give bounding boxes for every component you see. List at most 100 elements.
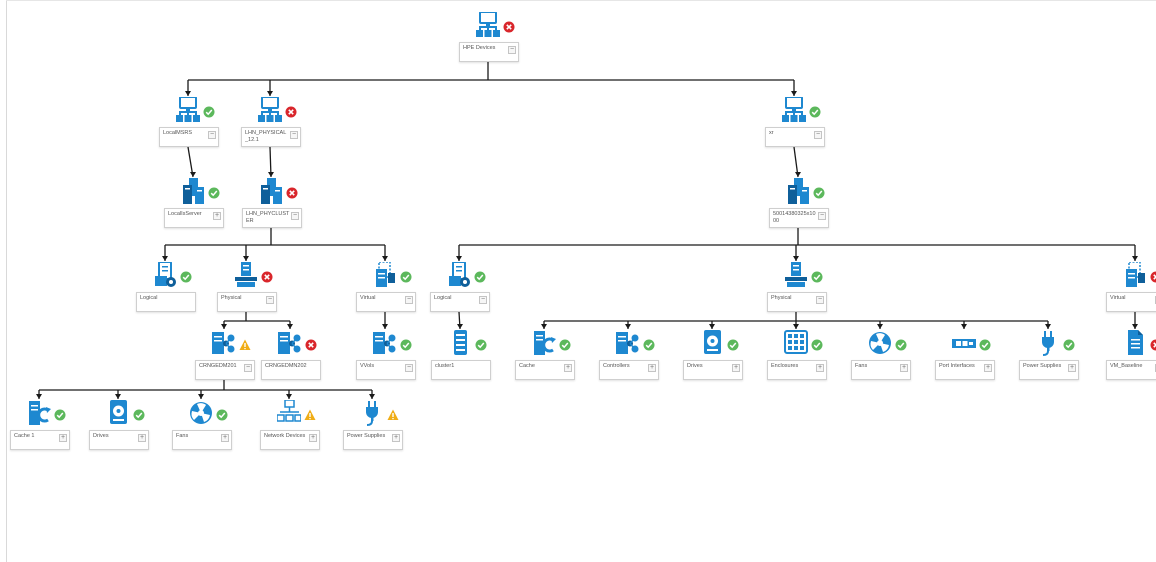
port-interface-icon[interactable] xyxy=(952,330,976,356)
node-label-box[interactable]: CRNGEDM201 − xyxy=(195,360,255,380)
cache-icon[interactable] xyxy=(27,400,51,426)
node-label: Cache xyxy=(519,363,535,369)
node-label: LHN_PHYCLUSTER xyxy=(246,211,290,224)
node-label-box[interactable]: Fans+ xyxy=(172,430,232,450)
node-label-box[interactable]: LHN_PHYSICAL_12.1− xyxy=(241,127,301,147)
node-label-box[interactable]: Drives+ xyxy=(89,430,149,450)
network-group-icon[interactable] xyxy=(258,97,282,123)
volume-stack-icon[interactable] xyxy=(448,330,472,356)
node-label-box[interactable]: Drives+ xyxy=(683,360,743,380)
server-cluster-icon[interactable] xyxy=(181,178,205,204)
virtual-storage-icon[interactable] xyxy=(373,262,397,288)
node-label-box[interactable]: Controllers + xyxy=(599,360,659,380)
status-ok-icon xyxy=(180,271,192,283)
collapse-button[interactable]: − xyxy=(291,212,299,220)
node-label-box[interactable]: xr − xyxy=(765,127,825,147)
node-label-box[interactable]: Fans+ xyxy=(851,360,911,380)
controller-icon[interactable] xyxy=(212,330,236,356)
expand-button[interactable]: + xyxy=(213,212,221,220)
node-label-box[interactable]: Cache 1+ xyxy=(10,430,70,450)
collapse-button[interactable]: − xyxy=(508,46,516,54)
node-label: xr xyxy=(769,130,774,136)
enclosure-icon[interactable] xyxy=(784,330,808,356)
node-label-box[interactable]: HPE Devices− xyxy=(459,42,519,62)
node-label-box[interactable]: cluster1 xyxy=(431,360,491,380)
expand-button[interactable]: + xyxy=(984,364,992,372)
expand-button[interactable]: + xyxy=(564,364,572,372)
expand-button[interactable]: + xyxy=(392,434,400,442)
node-label-box[interactable]: VVols− xyxy=(356,360,416,380)
status-ok-icon xyxy=(811,271,823,283)
node-label-box[interactable]: Logical xyxy=(136,292,196,312)
collapse-button[interactable]: − xyxy=(266,296,274,304)
node-label-box[interactable]: Physical− xyxy=(217,292,277,312)
power-plug-icon[interactable] xyxy=(360,400,384,426)
expand-button[interactable]: + xyxy=(59,434,67,442)
node-label-box[interactable]: VM_Baseline+ xyxy=(1106,360,1156,380)
server-cluster-icon[interactable] xyxy=(786,178,810,204)
expand-button[interactable]: + xyxy=(1068,364,1076,372)
node-label-box[interactable]: 50014380325x1000− xyxy=(769,208,829,228)
connector-arrowhead xyxy=(709,324,715,329)
node-label-box[interactable]: Port Interfaces+ xyxy=(935,360,995,380)
expand-button[interactable]: + xyxy=(221,434,229,442)
status-ok-icon xyxy=(979,339,991,351)
node-label-box[interactable]: Physical− xyxy=(767,292,827,312)
node-label-box[interactable]: LocalIsServer+ xyxy=(164,208,224,228)
drive-icon[interactable] xyxy=(700,330,724,356)
collapse-button[interactable]: − xyxy=(816,296,824,304)
expand-button[interactable]: + xyxy=(138,434,146,442)
status-warning-icon xyxy=(304,409,316,420)
node-label-box[interactable]: LHN_PHYCLUSTER− xyxy=(242,208,302,228)
drive-icon[interactable] xyxy=(106,400,130,426)
logical-storage-icon[interactable] xyxy=(153,262,177,288)
network-group-icon[interactable] xyxy=(176,97,200,123)
node-label-box[interactable]: Logical− xyxy=(430,292,490,312)
node-label-box[interactable]: Network Devices+ xyxy=(260,430,320,450)
node-label-box[interactable]: Virtual− xyxy=(1106,292,1156,312)
expand-button[interactable]: + xyxy=(309,434,317,442)
cache-icon[interactable] xyxy=(532,330,556,356)
fan-icon[interactable] xyxy=(189,400,213,426)
node-label-box[interactable]: Power Supplies+ xyxy=(343,430,403,450)
expand-button[interactable]: + xyxy=(648,364,656,372)
node-label-box[interactable]: Virtual− xyxy=(356,292,416,312)
frame-left-border xyxy=(6,0,7,562)
node-label-box[interactable]: LocalMSRS− xyxy=(159,127,219,147)
network-group-icon[interactable] xyxy=(476,12,500,38)
expand-button[interactable]: + xyxy=(732,364,740,372)
collapse-button[interactable]: − xyxy=(405,296,413,304)
physical-hardware-icon[interactable] xyxy=(234,262,258,288)
network-group-icon[interactable] xyxy=(782,97,806,123)
controller-icon[interactable] xyxy=(373,330,397,356)
node-label: Controllers xyxy=(603,363,630,369)
collapse-button[interactable]: − xyxy=(208,131,216,139)
network-devices-icon[interactable] xyxy=(277,400,301,426)
vm-document-icon[interactable] xyxy=(1123,330,1147,356)
status-ok-icon xyxy=(203,106,215,118)
fan-icon[interactable] xyxy=(868,330,892,356)
power-plug-icon[interactable] xyxy=(1036,330,1060,356)
server-cluster-icon[interactable] xyxy=(259,178,283,204)
controller-icon[interactable] xyxy=(616,330,640,356)
collapse-button[interactable]: − xyxy=(814,131,822,139)
connector-arrowhead xyxy=(268,172,274,177)
collapse-button[interactable]: − xyxy=(479,296,487,304)
physical-hardware-icon[interactable] xyxy=(784,262,808,288)
controller-icon[interactable] xyxy=(278,330,302,356)
node-label-box[interactable]: Cache + xyxy=(515,360,575,380)
node-label-box[interactable]: Power Supplies+ xyxy=(1019,360,1079,380)
logical-storage-icon[interactable] xyxy=(447,262,471,288)
node-label-box[interactable]: CRNGEDMN202 xyxy=(261,360,321,380)
status-ok-icon xyxy=(643,339,655,351)
expand-button[interactable]: + xyxy=(900,364,908,372)
node-label: CRNGEDM201 xyxy=(199,363,237,369)
collapse-button[interactable]: − xyxy=(405,364,413,372)
collapse-button[interactable]: − xyxy=(818,212,826,220)
expand-button[interactable]: + xyxy=(816,364,824,372)
collapse-button[interactable]: − xyxy=(290,131,298,139)
collapse-button[interactable]: − xyxy=(244,364,252,372)
node-label-box[interactable]: Enclosures+ xyxy=(767,360,827,380)
virtual-storage-icon[interactable] xyxy=(1123,262,1147,288)
status-error-icon xyxy=(286,187,298,199)
